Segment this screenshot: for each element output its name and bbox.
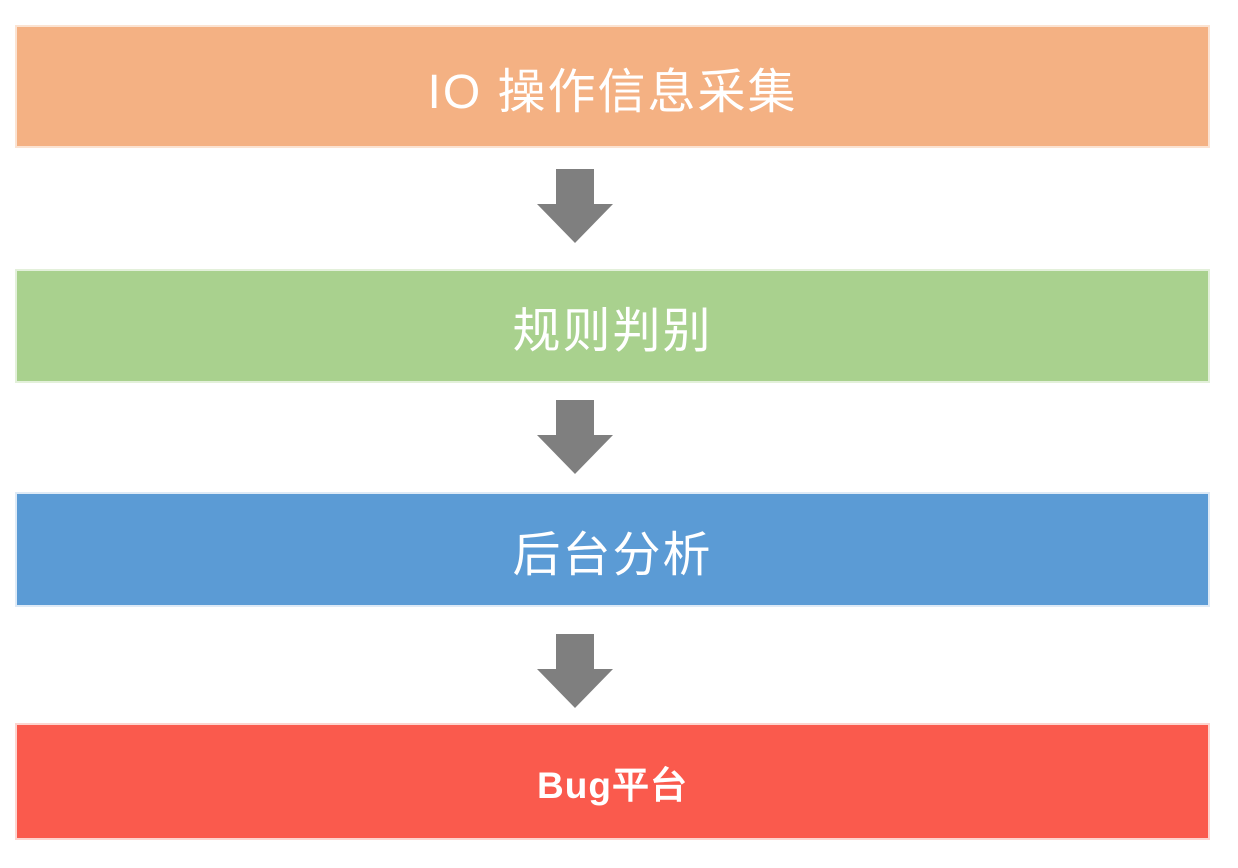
flow-step-backend-analysis: 后台分析 [15, 492, 1210, 607]
flow-step-rule-discrimination: 规则判别 [15, 269, 1210, 383]
down-arrow-shape [537, 400, 613, 474]
flow-step-label: 规则判别 [512, 305, 713, 358]
flow-step-label: IO 操作信息采集 [427, 65, 798, 119]
flow-step-label: 后台分析 [512, 528, 713, 582]
down-arrow-icon [537, 169, 613, 243]
flow-step-io-info-collection: IO 操作信息采集 [15, 25, 1210, 148]
down-arrow-icon [537, 400, 613, 474]
down-arrow-icon [537, 634, 613, 708]
down-arrow-shape [537, 634, 613, 708]
down-arrow-shape [537, 169, 613, 243]
flow-step-bug-platform: Bug平台 [15, 723, 1210, 840]
flow-step-label: Bug平台 [537, 764, 688, 806]
